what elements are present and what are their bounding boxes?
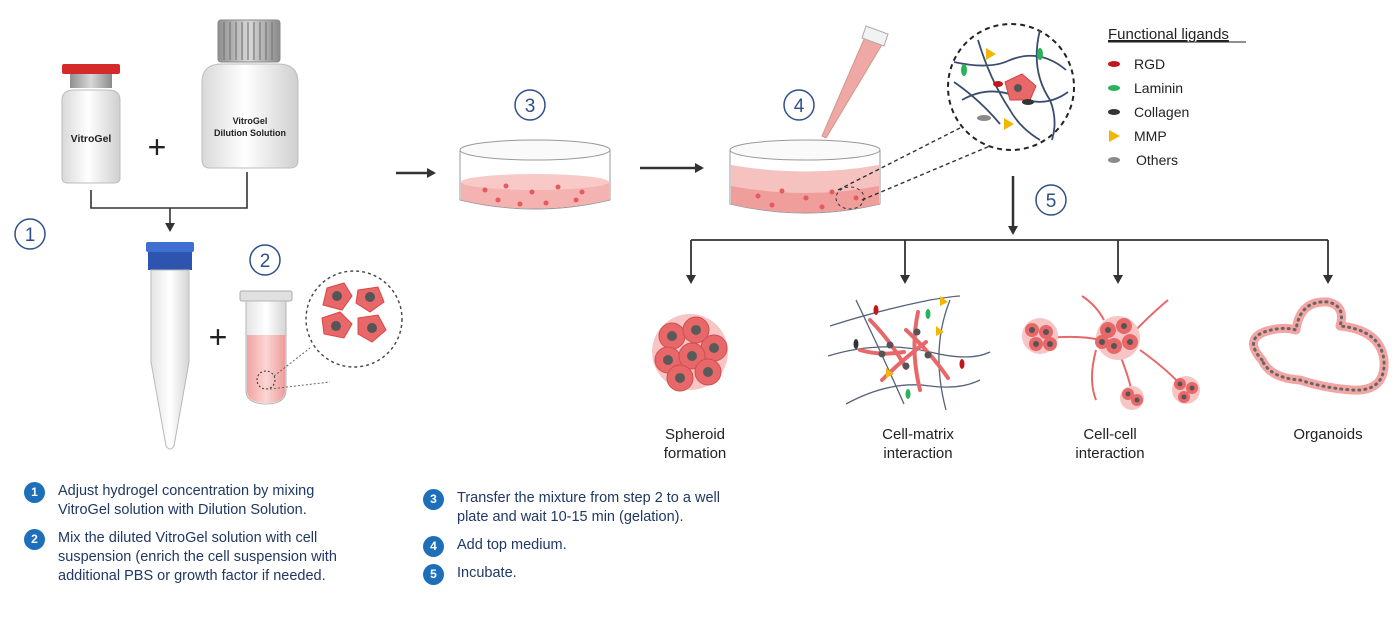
pipette-tip: [821, 25, 889, 139]
svg-text:3: 3: [525, 96, 536, 117]
step-badge-3: 3: [514, 89, 546, 121]
legend-item-rgd: RGD: [1108, 56, 1165, 72]
step-number-3: 3: [423, 489, 444, 510]
cell-matrix-label-1: Cell-matrix: [882, 426, 954, 443]
vitrogel-vial-label: VitroGel: [71, 133, 112, 145]
step-number-4: 4: [423, 536, 444, 557]
step-badge-4: 4: [783, 89, 815, 121]
legend-item-others: Others: [1108, 152, 1178, 168]
instruction-step-3: 3 Transfer the mixture from step 2 to a …: [423, 489, 783, 527]
outcome-branches: [686, 239, 1333, 284]
ligand-legend: Functional ligands RGD LamininCollagenMMP…: [1108, 26, 1246, 168]
merge-bracket: [90, 172, 248, 232]
cell-cell-illustration: [1022, 295, 1200, 410]
step-number-2: 2: [24, 529, 45, 550]
legend-label-collagen: Collagen: [1134, 104, 1189, 120]
legend-item-collagen: Collagen: [1108, 104, 1189, 120]
instruction-step-5: 5 Incubate.: [423, 564, 783, 585]
cell-matrix-label-2: interaction: [883, 445, 952, 462]
legend-swatch-collagen: [1108, 109, 1120, 115]
instruction-2-line-2: suspension (enrich the cell suspension w…: [58, 549, 337, 565]
instructions-left: 1 Adjust hydrogel concentration by mixin…: [24, 482, 394, 595]
vitrogel-vial: VitroGel: [61, 64, 121, 184]
legend-swatch-laminin: [1108, 85, 1120, 91]
legend-swatch-mmp: [1109, 130, 1120, 142]
dilution-label-line2: Dilution Solution: [214, 128, 286, 138]
legend-swatch-others: [1108, 157, 1120, 163]
cell-magnification-circle: [305, 270, 403, 368]
svg-text:2: 2: [260, 251, 271, 272]
instructions-right: 3 Transfer the mixture from step 2 to a …: [423, 489, 783, 592]
ligand-zoom: [837, 23, 1075, 201]
dilution-solution-bottle: VitroGel Dilution Solution: [201, 19, 299, 169]
conical-tube: [146, 242, 194, 450]
svg-text:4: 4: [794, 96, 805, 117]
step-number-1: 1: [24, 482, 45, 503]
legend-item-laminin: Laminin: [1108, 80, 1183, 96]
plus-sign-1: +: [148, 129, 167, 165]
step-badge-2: 2: [249, 244, 281, 276]
outcome-labels: Spheroid formation Cell-matrix interacti…: [664, 426, 1363, 462]
cell-cell-label-1: Cell-cell: [1083, 426, 1136, 443]
legend-item-mmp: MMP: [1109, 128, 1167, 144]
instruction-step-2: 2 Mix the diluted VitroGel solution with…: [24, 529, 394, 586]
spheroid-illustration: [652, 314, 728, 392]
cell-cell-label-2: interaction: [1075, 445, 1144, 462]
plus-sign-2: +: [209, 319, 228, 355]
instruction-2-line-3: additional PBS or growth factor if neede…: [58, 568, 326, 584]
instruction-step-1: 1 Adjust hydrogel concentration by mixin…: [24, 482, 394, 520]
well-plate-gel: [459, 139, 611, 210]
spheroid-label-2: formation: [664, 445, 727, 462]
spheroid-label-1: Spheroid: [665, 426, 725, 443]
well-plate-medium: [729, 139, 881, 214]
dilution-label-line1: VitroGel: [233, 116, 268, 126]
svg-text:1: 1: [25, 225, 36, 246]
instruction-2-line-1: Mix the diluted VitroGel solution with c…: [58, 530, 318, 546]
legend-title: Functional ligands: [1108, 26, 1229, 43]
instruction-3-line-2: plate and wait 10-15 min (gelation).: [457, 509, 684, 525]
instruction-5-line-1: Incubate.: [457, 565, 517, 581]
legend-swatch-rgd: [1108, 61, 1120, 67]
instruction-step-4: 4 Add top medium.: [423, 536, 783, 557]
instruction-1-line-2: VitroGel solution with Dilution Solution…: [58, 502, 307, 518]
cell-suspension-tube: [239, 290, 331, 405]
instruction-1-line-1: Adjust hydrogel concentration by mixing: [58, 483, 315, 499]
step-badge-1: 1: [14, 218, 46, 250]
cell-matrix-illustration: [827, 295, 991, 411]
legend-label-rgd: RGD: [1134, 56, 1165, 72]
instruction-3-line-1: Transfer the mixture from step 2 to a we…: [457, 490, 720, 506]
svg-text:5: 5: [1046, 191, 1057, 212]
instruction-4-line-1: Add top medium.: [457, 537, 567, 553]
step-badge-5: 5: [1035, 184, 1067, 216]
legend-label-mmp: MMP: [1134, 128, 1167, 144]
legend-label-others: Others: [1136, 152, 1178, 168]
organoids-label: Organoids: [1293, 426, 1362, 443]
step-number-5: 5: [423, 564, 444, 585]
legend-label-laminin: Laminin: [1134, 80, 1183, 96]
organoid-illustration: [1249, 297, 1389, 395]
